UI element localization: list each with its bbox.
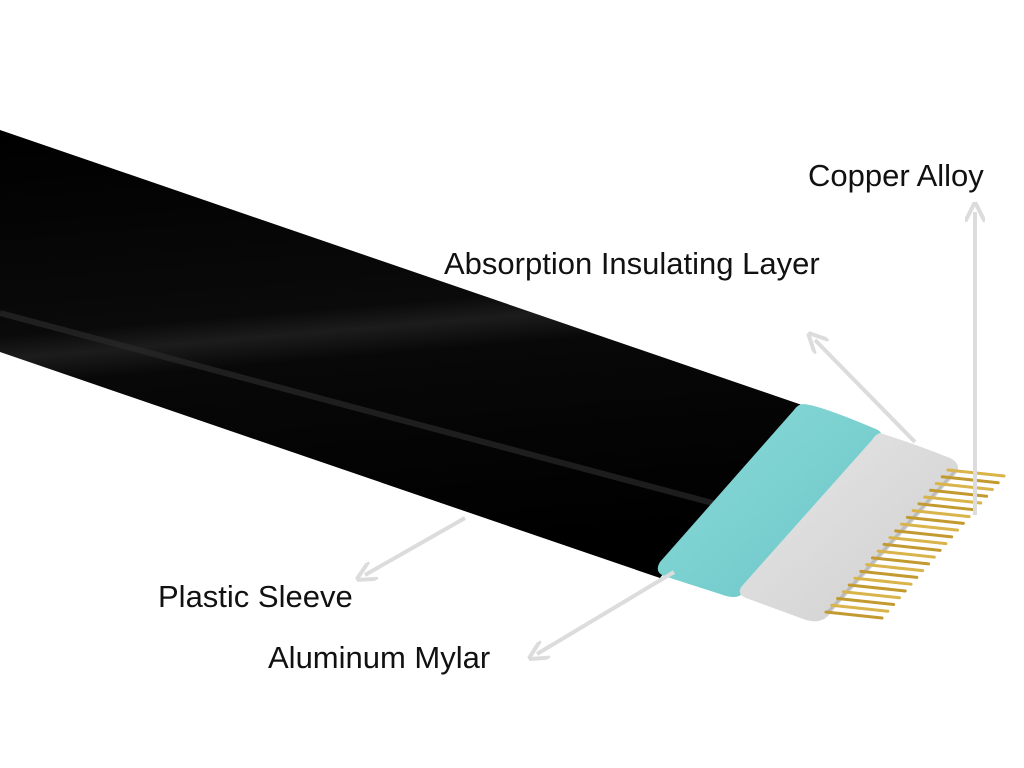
absorption-insulating-layer-shape — [739, 433, 958, 622]
copper-conductor-pin — [888, 536, 948, 546]
copper-alloy-conductors — [824, 468, 1006, 620]
label-aluminum-mylar: Aluminum Mylar — [268, 640, 491, 675]
label-absorption-insulating-layer: Absorption Insulating Layer — [444, 246, 820, 281]
copper-conductor-pin — [853, 576, 913, 586]
copper-conductor-pin — [882, 542, 942, 552]
label-copper-alloy: Copper Alloy — [808, 158, 984, 193]
copper-conductor-pin — [836, 596, 896, 606]
copper-conductor-pin — [876, 549, 936, 559]
copper-conductor-pin — [830, 603, 890, 613]
arrow-aluminum-mylar — [537, 570, 676, 654]
copper-conductor-pin — [824, 610, 884, 620]
arrow-absorption-insulating-layer — [815, 340, 917, 444]
absorption-insulating-layer-edge — [826, 468, 958, 614]
label-plastic-sleeve: Plastic Sleeve — [158, 579, 353, 614]
arrow-plastic-sleeve — [365, 516, 466, 575]
copper-conductor-pin — [894, 529, 954, 539]
copper-conductor-pin — [865, 563, 925, 573]
copper-conductor-pin — [929, 488, 989, 498]
copper-conductor-pin — [900, 522, 960, 532]
copper-conductor-pin — [917, 502, 977, 512]
plastic-sleeve-shape — [0, 130, 802, 578]
copper-conductor-pin — [940, 475, 1000, 485]
copper-conductor-pin — [905, 515, 965, 525]
aluminum-mylar-shape — [657, 404, 882, 597]
copper-conductor-pin — [934, 482, 994, 492]
copper-conductor-pin — [859, 569, 919, 579]
copper-conductor-pin — [911, 509, 971, 519]
copper-conductor-pin — [847, 583, 907, 593]
copper-conductor-pin — [923, 495, 983, 505]
plastic-sleeve-highlight — [0, 310, 721, 508]
copper-conductor-pin — [841, 590, 901, 600]
copper-conductor-pin — [870, 556, 930, 566]
